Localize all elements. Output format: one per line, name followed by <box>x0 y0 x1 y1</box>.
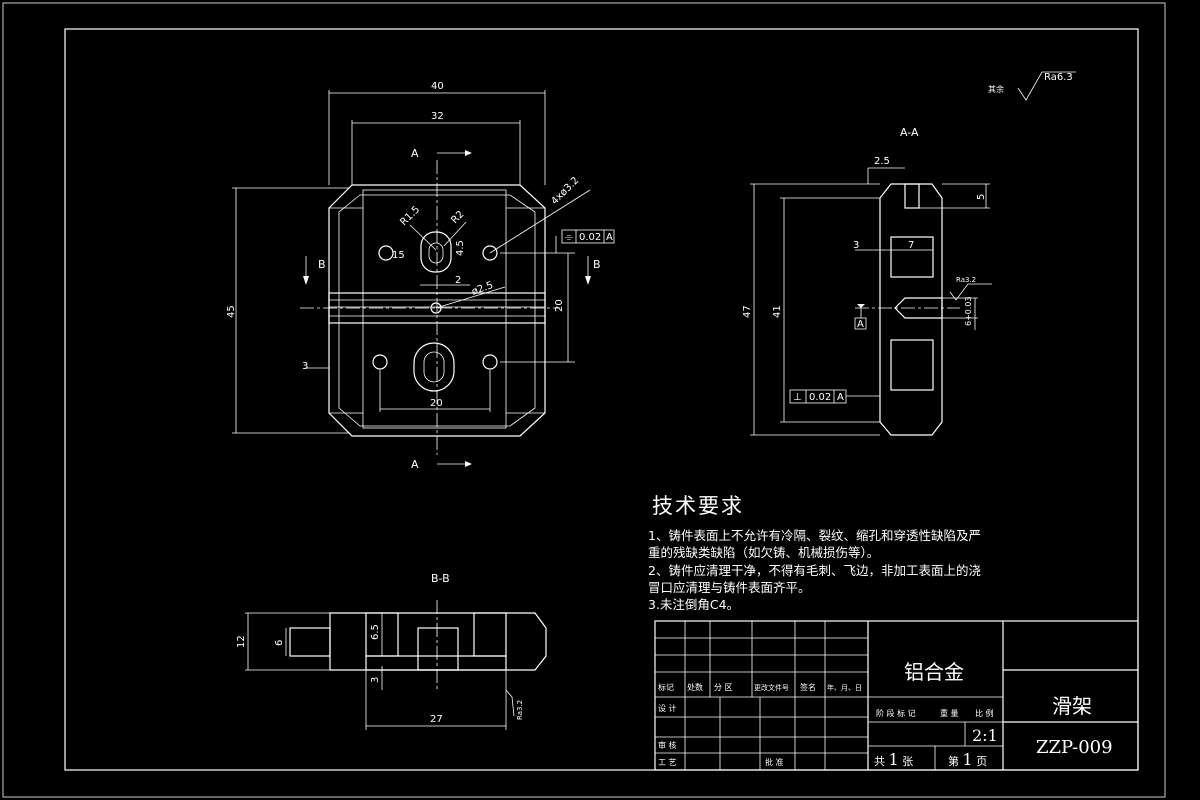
tech-req-line-4: 冒口应清理与铸件表面齐平。 <box>648 580 811 595</box>
hdr-date: 年、月、日 <box>827 683 862 692</box>
part-name: 滑架 <box>1052 694 1092 718</box>
perp-value: 0.02 <box>809 392 831 403</box>
dim-20-h: 20 <box>430 398 443 409</box>
tech-req-title: 技术要求 <box>652 494 744 518</box>
dim-20-v: 20 <box>554 299 565 312</box>
dim-47: 47 <box>742 305 753 318</box>
hdr-count: 处数 <box>687 682 703 692</box>
tech-req-line-1: 1、铸件表面上不允许有冷隔、裂纹、缩孔和穿透性缺陷及严 <box>648 528 981 543</box>
dim-45: 45 <box>226 305 237 318</box>
dim-41: 41 <box>772 305 783 318</box>
section-bb-title: B-B <box>431 572 450 585</box>
dim-5: 5 <box>976 194 987 200</box>
datum-a: A <box>857 319 864 330</box>
dim-40: 40 <box>431 81 444 92</box>
title-block: 标记 处数 分 区 更改文件号 签名 年、月、日 设 计 审 核 工 艺 批 准… <box>654 620 1139 771</box>
flatness-value: 0.02 <box>579 232 601 243</box>
dim-25: 2.5 <box>874 156 890 167</box>
section-aa-view: A-A 47 41 2.5 5 3 7 6+0.03 <box>742 126 992 436</box>
row-approve: 批 准 <box>765 757 784 767</box>
roughness-symbol: 其余 Ra6.3 <box>988 71 1076 101</box>
hdr-weight: 重 量 <box>940 708 959 718</box>
drawing-number: ZZP-009 <box>1036 737 1113 758</box>
outer-frame <box>2 2 1166 798</box>
front-outline <box>328 184 546 437</box>
tech-req-line-2: 重的残缺类缺陷（如欠铸、机械损伤等）。 <box>648 545 880 560</box>
hdr-change-doc: 更改文件号 <box>754 683 789 692</box>
dim-3-bb: 3 <box>370 677 381 683</box>
perp-datum: A <box>837 392 844 403</box>
section-b-right: B <box>593 258 601 271</box>
dim-65: 6.5 <box>370 624 381 640</box>
roughness-prefix: 其余 <box>988 84 1004 94</box>
flatness-frame <box>561 229 615 244</box>
hdr-signature: 签名 <box>800 682 816 692</box>
section-bb-view: B-B 12 6 6.5 3 27 Ra3.2 <box>236 572 547 730</box>
dim-2: 2 <box>455 275 461 286</box>
section-a-top: A <box>411 147 419 160</box>
flatness-symbol: ⌯ <box>565 232 573 243</box>
flatness-datum: A <box>606 232 613 243</box>
perp-symbol: ⊥ <box>793 392 802 403</box>
dim-32: 32 <box>431 111 444 122</box>
dim-45-small: 4.5 <box>455 240 466 256</box>
dim-3: 3 <box>302 361 308 372</box>
dim-phi25: ø2.5 <box>470 280 494 298</box>
tech-req-line-5: 3.未注倒角C4。 <box>648 597 740 612</box>
dim-27: 27 <box>430 714 443 725</box>
tech-req-line-3: 2、铸件应清理干净，不得有毛刺、飞边，非加工表面上的浇 <box>648 563 981 578</box>
dim-r15: R1.5 <box>398 204 422 228</box>
front-view: 40 32 45 3 20 20 15 4.5 2 R1.5 R2 ø2.5 4… <box>226 81 615 471</box>
perpendicularity-frame <box>789 389 847 404</box>
dim-6-bb: 6 <box>274 640 285 646</box>
row-process: 工 艺 <box>658 758 677 767</box>
dim-15: 15 <box>392 250 405 261</box>
row-design: 设 计 <box>658 703 677 713</box>
dim-r2: R2 <box>449 209 466 226</box>
section-a-bottom: A <box>411 458 419 471</box>
hdr-zone: 分 区 <box>714 683 733 692</box>
dim-3-aa: 3 <box>853 240 859 251</box>
section-aa-title: A-A <box>900 126 919 139</box>
sheet-total: 共 1 张 <box>874 750 914 769</box>
sheet-number: 第 1 页 <box>948 750 988 769</box>
dim-12: 12 <box>236 635 247 648</box>
section-b-left: B <box>318 258 326 271</box>
dim-6: 6+0.03 <box>964 296 973 326</box>
hdr-stage: 阶 段 标 记 <box>876 708 916 718</box>
roughness-value: Ra6.3 <box>1044 72 1073 83</box>
hdr-mark: 标记 <box>658 682 674 692</box>
rough-aa: Ra3.2 <box>956 276 976 284</box>
material: 铝合金 <box>904 660 964 684</box>
hdr-scale: 比 例 <box>975 708 994 718</box>
row-review: 审 核 <box>658 740 677 750</box>
scale-value: 2:1 <box>972 726 998 745</box>
rough-bb: Ra3.2 <box>516 700 524 720</box>
dim-holes: 4xø3.2 <box>549 175 581 207</box>
inner-frame <box>64 28 1139 771</box>
dim-7: 7 <box>908 240 914 251</box>
